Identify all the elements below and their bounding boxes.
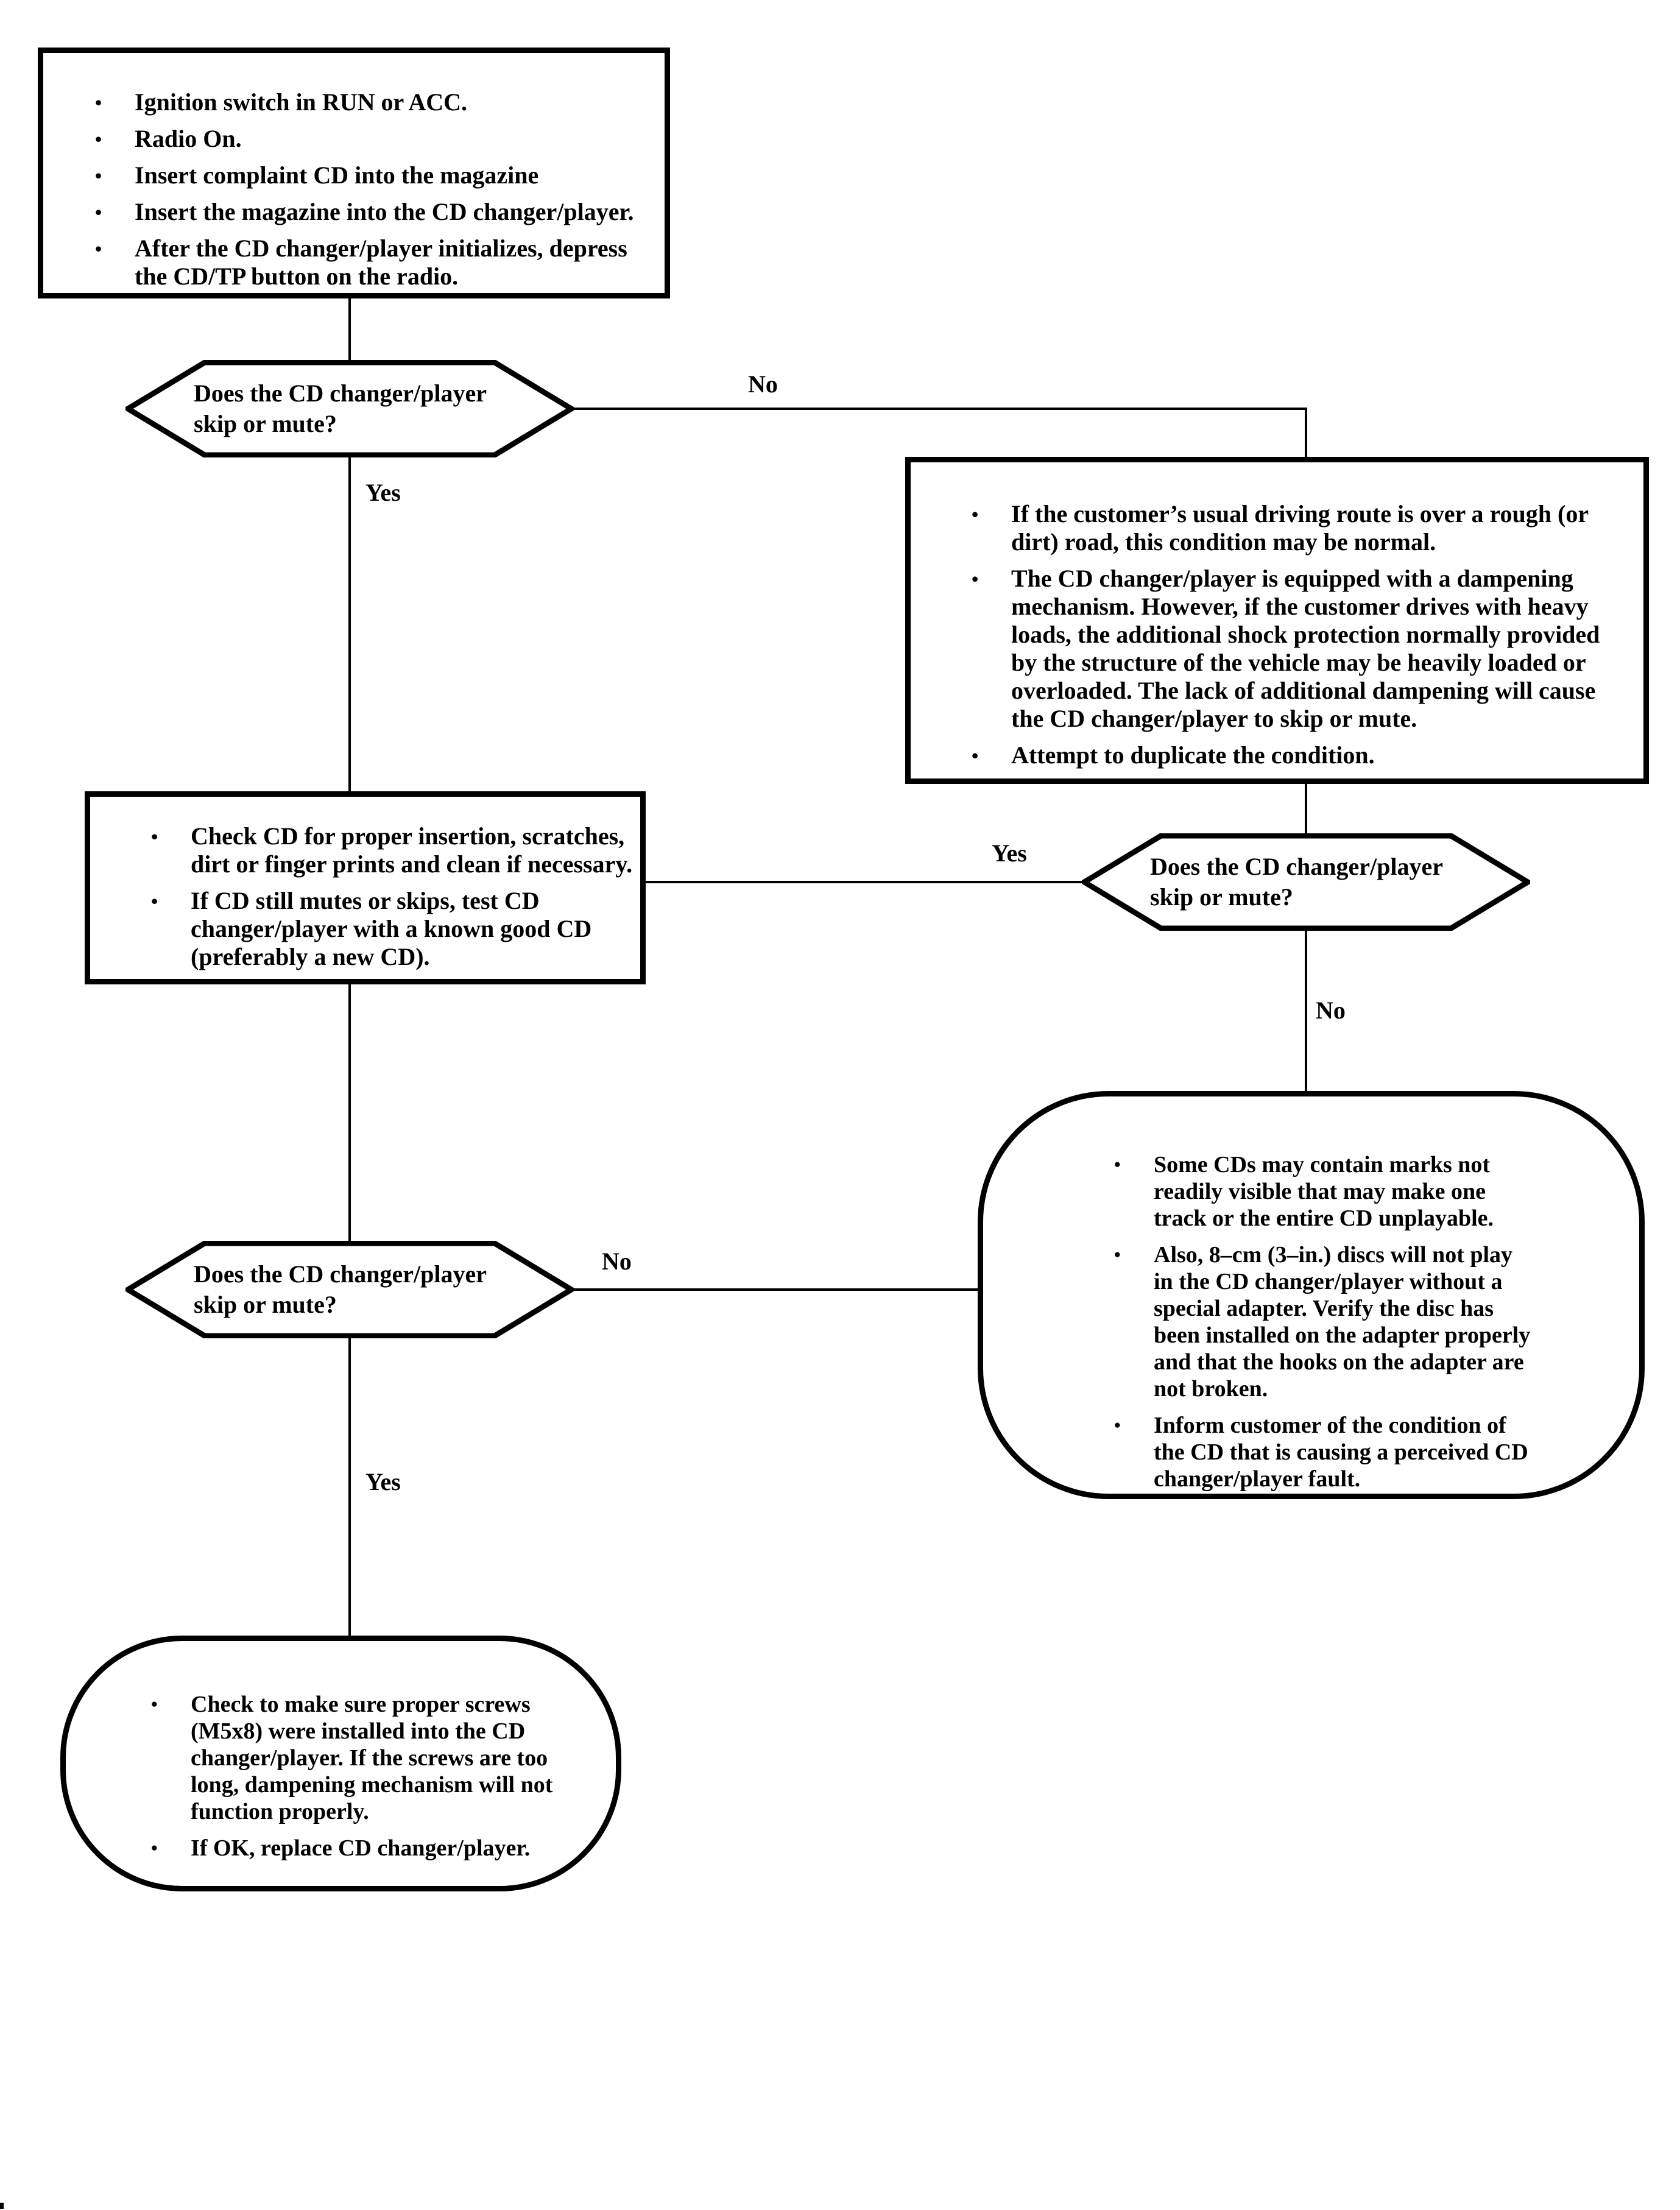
decision-3-question: Does the CD changer/player skip or mute? [194,1260,487,1318]
start-instructions-list: Ignition switch in RUN or ACC. Radio On.… [71,88,662,291]
edge-label-yes-2: Yes [992,839,1027,867]
check-cd-list: Check CD for proper insertion, scratches… [127,822,635,971]
list-item: If the customer’s usual driving route is… [972,500,1620,556]
decision-1-skip-or-mute: Does the CD changer/player skip or mute? [125,360,574,457]
decision-2-question: Does the CD changer/player skip or mute? [1150,853,1443,911]
hexagon-shape [125,360,574,457]
list-item: Ignition switch in RUN or ACC. [95,88,662,116]
edge-label-no-2: No [1316,997,1346,1024]
decision-2-skip-or-mute: Does the CD changer/player skip or mute? [1082,833,1530,931]
list-item: After the CD changer/player initializes,… [95,235,662,291]
cd-marks-list: Some CDs may contain marks not readily v… [1090,1151,1533,1492]
decision-3-skip-or-mute: Does the CD changer/player skip or mute? [125,1241,574,1338]
start-instructions-box: Ignition switch in RUN or ACC. Radio On.… [38,48,670,298]
replace-changer-rounded-box: Check to make sure proper screws (M5x8) … [60,1636,621,1891]
scan-artifact [0,2203,4,2209]
edge-label-no-3: No [602,1248,632,1275]
list-item: Check CD for proper insertion, scratches… [151,822,635,878]
edge-decision1-no [571,408,1307,462]
condition-normal-box: If the customer’s usual driving route is… [905,457,1649,784]
cd-marks-rounded-box: Some CDs may contain marks not readily v… [978,1091,1645,1499]
list-item: Insert complaint CD into the magazine [95,161,662,189]
edge-label-no-1: No [748,370,778,398]
list-item: If CD still mutes or skips, test CD chan… [151,887,635,971]
decision-1-question: Does the CD changer/player skip or mute? [194,380,487,437]
edge-label-yes-3: Yes [365,1468,401,1495]
hexagon-shape [1082,833,1530,931]
list-item: Check to make sure proper screws (M5x8) … [151,1691,555,1825]
list-item: Some CDs may contain marks not readily v… [1114,1151,1533,1232]
replace-changer-list: Check to make sure proper screws (M5x8) … [127,1691,555,1862]
list-item: Attempt to duplicate the condition. [972,741,1620,769]
list-item: The CD changer/player is equipped with a… [972,565,1620,733]
edge-label-yes-1: Yes [365,479,401,506]
list-item: Inform customer of the condition of the … [1114,1412,1533,1492]
list-item: Radio On. [95,125,662,153]
list-item: Also, 8–cm (3–in.) discs will not play i… [1114,1241,1533,1402]
condition-normal-list: If the customer’s usual driving route is… [947,500,1620,769]
hexagon-shape [125,1241,574,1338]
list-item: If OK, replace CD changer/player. [151,1835,555,1862]
check-cd-box: Check CD for proper insertion, scratches… [85,791,646,984]
list-item: Insert the magazine into the CD changer/… [95,198,662,226]
